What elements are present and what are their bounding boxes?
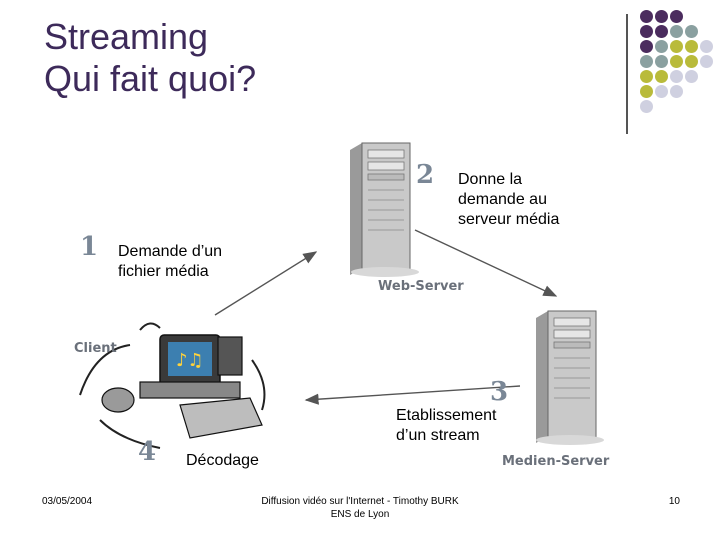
- decorative-dot: [640, 10, 653, 23]
- footer-date: 03/05/2004: [42, 496, 93, 507]
- decorative-dot: [640, 70, 653, 83]
- title-line-2: Qui fait quoi?: [44, 58, 257, 99]
- decorative-dot: [685, 40, 698, 53]
- step-2-number: 2: [416, 160, 435, 190]
- web-server-icon: [350, 142, 419, 277]
- title-line-1: Streaming: [44, 16, 209, 57]
- decorative-dot: [655, 55, 668, 68]
- decorative-dot: [655, 70, 668, 83]
- slide-title: Streaming Qui fait quoi?: [44, 16, 444, 100]
- step-1-number: 1: [80, 232, 99, 262]
- decorative-dot: [640, 25, 653, 38]
- footer-institution: ENS de Lyon: [330, 509, 390, 520]
- arrow-web-to-media-server: [414, 229, 558, 297]
- footer-center: Diffusion vidéo sur l'Internet - Timothy…: [240, 495, 480, 521]
- step-4-number: 4: [138, 437, 157, 467]
- decorative-dot: [640, 85, 653, 98]
- step-4-label: Décodage: [186, 451, 259, 471]
- decorative-dot: [700, 55, 713, 68]
- decorative-dot: [685, 70, 698, 83]
- decorative-dot: [670, 10, 683, 23]
- decorative-dot: [640, 40, 653, 53]
- decorative-dot: [670, 40, 683, 53]
- decorative-dot: [700, 40, 713, 53]
- media-server-caption: Medien-Server: [502, 454, 610, 469]
- decorative-dot: [670, 70, 683, 83]
- step-2-label-line: serveur média: [458, 211, 560, 228]
- media-server-icon: [536, 310, 604, 445]
- decorative-dot: [670, 55, 683, 68]
- client-computer-icon: ♪♫: [79, 322, 266, 449]
- step-3-label-line: Etablissement: [396, 407, 497, 424]
- decorative-dot: [685, 25, 698, 38]
- decorative-dot: [685, 55, 698, 68]
- decorative-dot: [655, 40, 668, 53]
- footer-page-number: 10: [668, 496, 680, 507]
- decorative-dot-grid: [640, 10, 720, 120]
- decorative-divider: [626, 14, 628, 134]
- step-4-label-line: Décodage: [186, 452, 259, 469]
- step-2-label-line: demande au: [458, 191, 547, 208]
- decorative-dot: [670, 85, 683, 98]
- step-3-label-line: d’un stream: [396, 427, 480, 444]
- step-3-label: Etablissement d’un stream: [396, 406, 497, 446]
- decorative-dot: [655, 25, 668, 38]
- step-1-label-line: Demande d’un: [118, 243, 223, 260]
- step-1-label: Demande d’un fichier média: [118, 242, 222, 282]
- arrow-media-server-to-client: [304, 385, 521, 405]
- step-3-number: 3: [490, 377, 509, 407]
- web-server-caption: Web-Server: [378, 279, 464, 294]
- arrow-client-to-web-server: [214, 251, 318, 316]
- step-1-label-line: fichier média: [118, 263, 209, 280]
- client-caption: Client: [74, 341, 117, 356]
- step-2-label-line: Donne la: [458, 171, 523, 188]
- footer-presentation-title: Diffusion vidéo sur l'Internet - Timothy…: [261, 496, 459, 507]
- svg-text:♪♫: ♪♫: [176, 350, 204, 371]
- decorative-dot: [655, 10, 668, 23]
- decorative-dot: [670, 25, 683, 38]
- decorative-dot: [640, 100, 653, 113]
- decorative-dot: [640, 55, 653, 68]
- decorative-dot: [655, 85, 668, 98]
- step-2-label: Donne la demande au serveur média: [458, 170, 559, 230]
